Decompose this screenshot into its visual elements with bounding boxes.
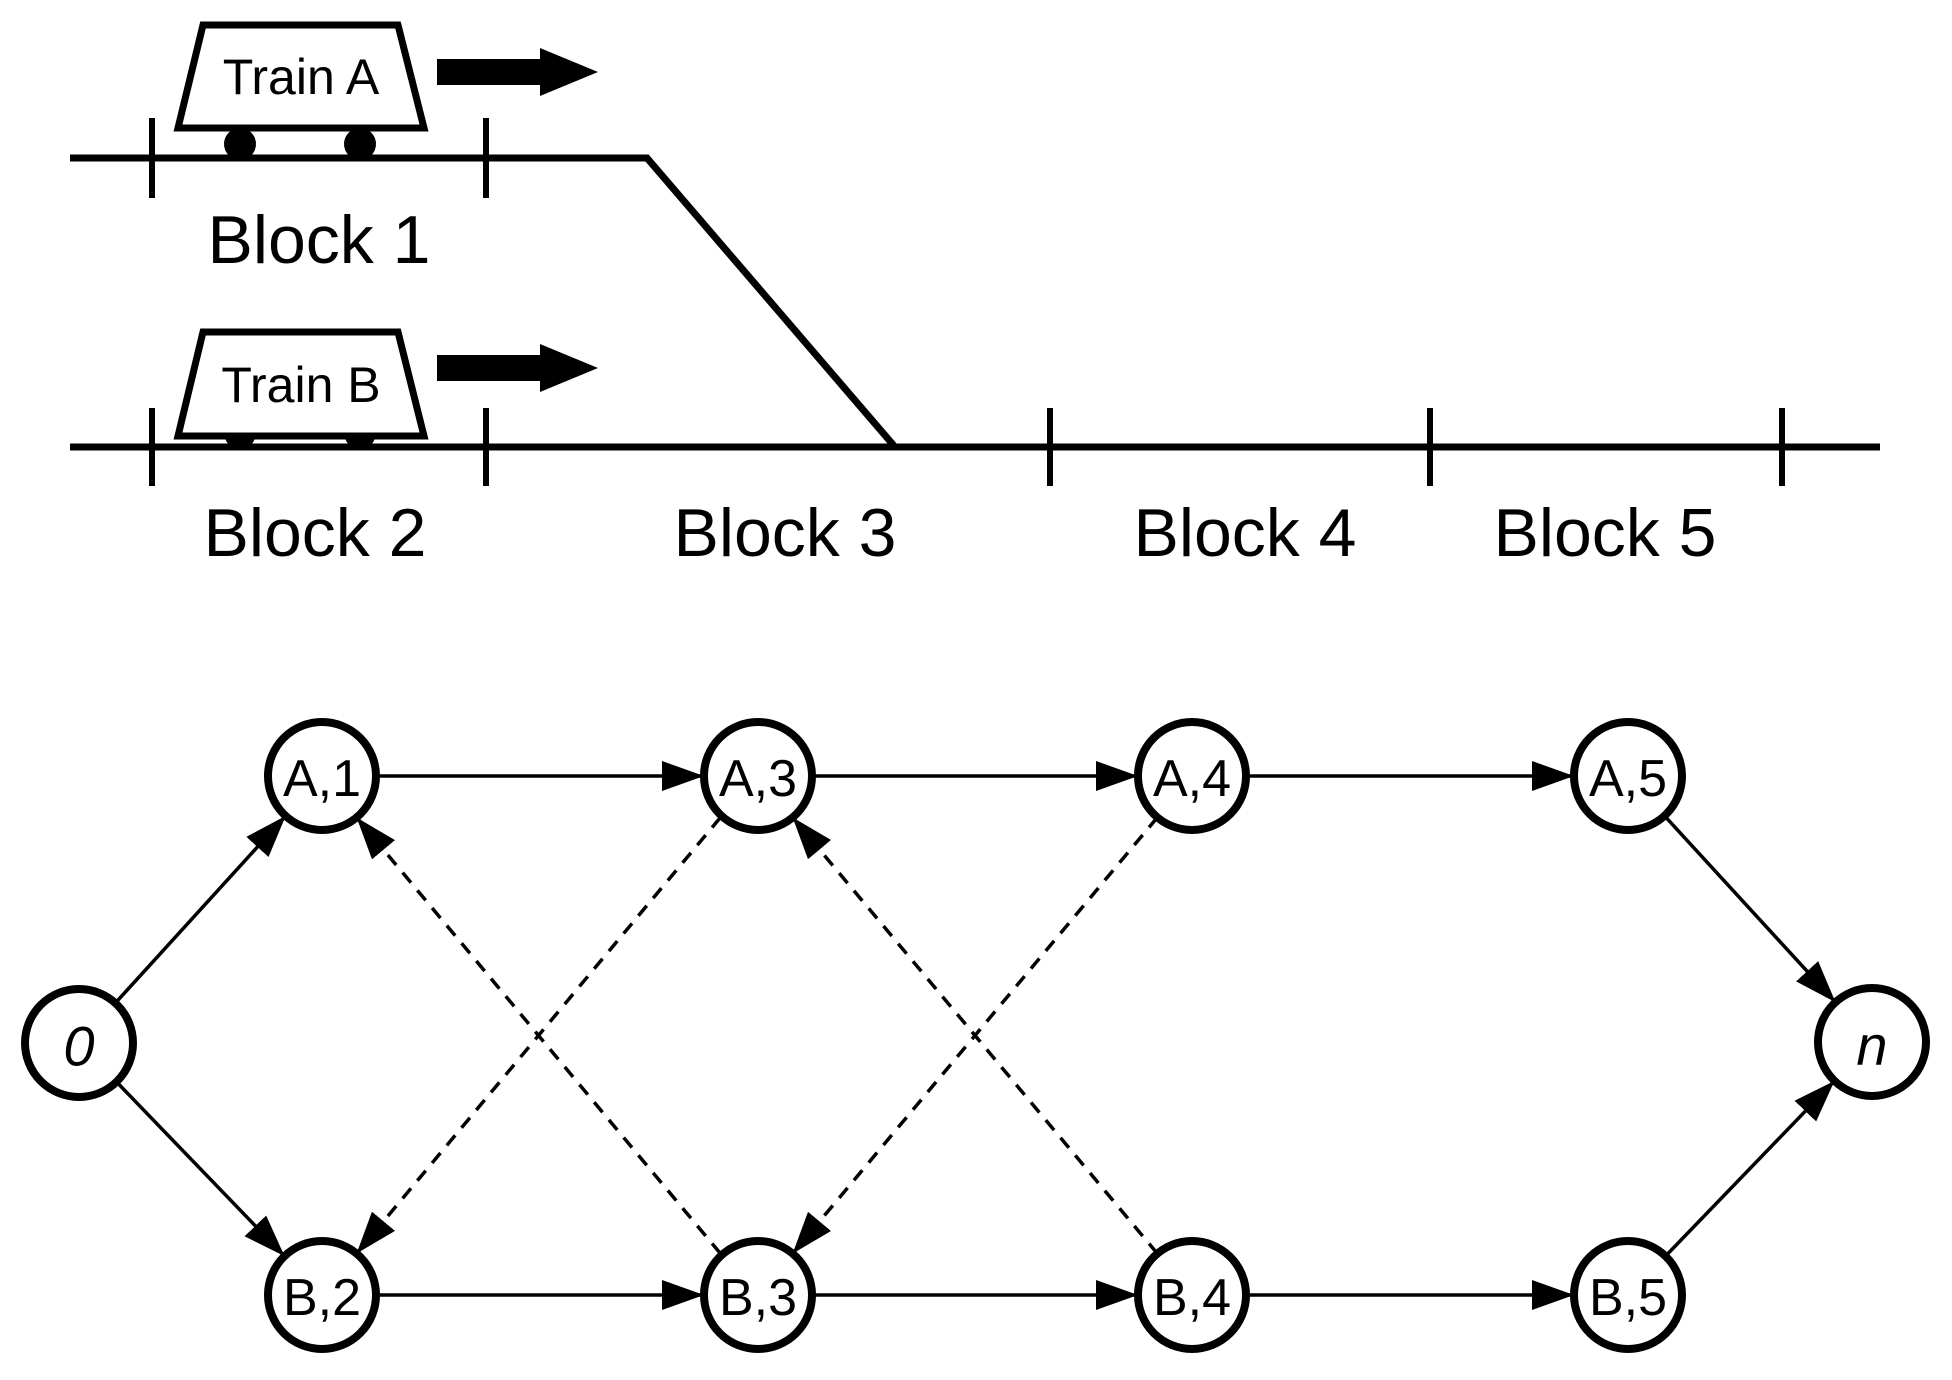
edge-A5-to-n [1663,814,1837,1004]
edge-B4-to-A3-dashed [791,816,1159,1255]
block-4-label: Block 4 [1134,495,1357,571]
train-b: Train B [173,328,598,449]
train-a-label: Train A [223,49,380,105]
train-a-wheel-right [344,128,376,160]
train-a: Train A [173,21,598,160]
track-diagram: Train A Train B Block 1 Block 2 Block 3 … [70,21,1880,571]
train-a-wheel-left [224,128,256,160]
train-b-body [173,328,429,440]
node-A1: A,1 [264,718,380,834]
block-5-label: Block 5 [1494,495,1717,571]
edge-B5-to-n [1664,1079,1836,1258]
train-b-direction-arrow-icon [437,344,598,392]
node-A3-label: A,3 [719,750,797,808]
node-B5-label: B,5 [1589,1269,1667,1327]
node-A5: A,5 [1570,718,1686,834]
node-A3: A,3 [700,718,816,834]
node-sink: n [1814,984,1930,1100]
block-2-label: Block 2 [204,495,427,571]
node-A4: A,4 [1134,718,1250,834]
upper-track-line [70,154,898,450]
node-B2: B,2 [264,1237,380,1353]
node-B4-label: B,4 [1153,1269,1231,1327]
node-sink-label: n [1856,1014,1887,1077]
train-b-label: Train B [221,357,380,413]
node-B4: B,4 [1134,1237,1250,1353]
train-a-direction-arrow-icon [437,48,598,96]
node-A1-label: A,1 [283,750,361,808]
node-B2-label: B,2 [283,1269,361,1327]
block-3-label: Block 3 [674,495,897,571]
node-A5-label: A,5 [1589,750,1667,808]
node-B3: B,3 [700,1237,816,1353]
train-a-body [173,21,429,132]
node-B5: B,5 [1570,1237,1686,1353]
node-source: 0 [21,985,137,1101]
edge-B3-to-A1-dashed [355,816,722,1255]
node-source-label: 0 [63,1015,94,1078]
block-1-label: Block 1 [208,202,431,278]
alternative-graph: 0 A,1 A,3 A,4 A,5 B,2 B,3 B,4 [21,718,1930,1353]
edge-0-to-B2 [115,1080,286,1258]
node-B3-label: B,3 [719,1269,797,1327]
edge-0-to-A1 [114,814,287,1005]
node-A4-label: A,4 [1153,750,1231,808]
